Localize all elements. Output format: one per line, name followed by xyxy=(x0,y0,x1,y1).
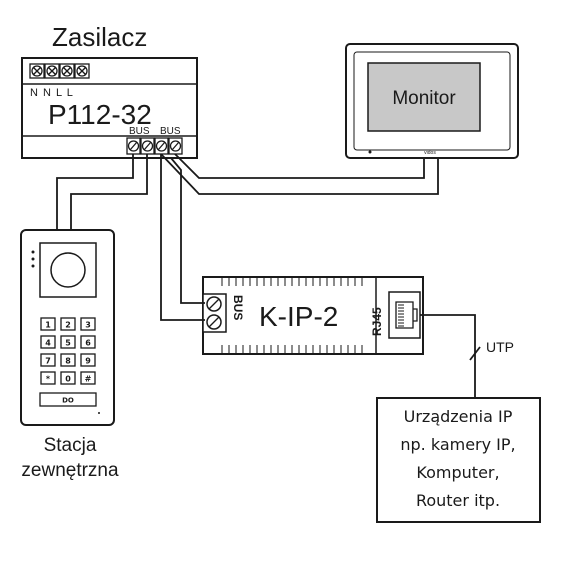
power-supply-mains-terminals xyxy=(29,63,90,79)
station-led-1 xyxy=(31,250,35,254)
key-7: 7 xyxy=(45,357,51,366)
camera-lens xyxy=(50,252,86,288)
door-station: 1 2 3 4 5 6 7 8 9 * 0 # DO Stacja xyxy=(20,229,119,481)
wire-monitor-b xyxy=(160,153,439,195)
power-supply-model: P112-32 xyxy=(48,99,152,130)
key-8: 8 xyxy=(65,357,71,366)
key-5: 5 xyxy=(65,339,71,348)
power-supply: Zasilacz N N L L P112-32 BUS BUS xyxy=(21,22,198,159)
ip-devices: Urządzenia IP np. kamery IP, Komputer, R… xyxy=(376,397,541,523)
key-1: 1 xyxy=(45,321,51,330)
station-led-2 xyxy=(31,257,35,261)
key-2: 2 xyxy=(65,321,71,330)
monitor-screen xyxy=(367,62,481,132)
key-3: 3 xyxy=(85,321,91,330)
ip-devices-line1: Urządzenia IP xyxy=(404,407,513,426)
rj45-socket xyxy=(395,301,414,329)
key-0: 0 xyxy=(65,375,71,384)
monitor-led xyxy=(368,150,372,154)
key-6: 6 xyxy=(85,339,91,348)
module-rj45-label: RJ45 xyxy=(370,307,384,336)
ip-devices-line3: Komputer, xyxy=(416,463,499,482)
monitor-brand: vidos xyxy=(424,150,436,156)
wire-module-b xyxy=(170,157,205,304)
rj45-pins xyxy=(398,304,404,327)
station-mic xyxy=(98,412,100,414)
wires xyxy=(56,153,481,398)
ip-devices-line4: Router itp. xyxy=(416,491,500,510)
utp-cable xyxy=(420,314,476,398)
terminal-letters: N N L L xyxy=(30,87,74,99)
bus-label-2: BUS xyxy=(160,126,181,137)
keypad: 1 2 3 4 5 6 7 8 9 * 0 # xyxy=(40,317,96,385)
bus-label-1: BUS xyxy=(129,126,150,137)
module-name: K-IP-2 xyxy=(259,301,338,332)
ip-devices-line2: np. kamery IP, xyxy=(400,435,515,454)
station-led-3 xyxy=(31,264,35,268)
k-ip-2-module: BUS K-IP-2 RJ45 xyxy=(202,276,424,355)
key-star: * xyxy=(46,375,51,384)
ip-devices-box xyxy=(376,397,541,523)
door-station-label-line1: Stacja xyxy=(44,435,97,456)
monitor: Monitor vidos xyxy=(345,43,519,159)
card-reader-label: DO xyxy=(62,397,74,405)
power-supply-title: Zasilacz xyxy=(52,22,147,52)
wire-station-b xyxy=(70,154,148,230)
card-reader-plate xyxy=(39,392,97,407)
key-hash: # xyxy=(85,375,92,384)
key-9: 9 xyxy=(85,357,91,366)
module-bus-label: BUS xyxy=(231,295,245,320)
utp-label: UTP xyxy=(486,339,514,355)
wire-station-a xyxy=(56,154,134,230)
door-station-label-line2: zewnętrzna xyxy=(21,460,119,481)
monitor-label: Monitor xyxy=(392,88,456,109)
module-vents xyxy=(221,277,363,354)
wire-monitor-a xyxy=(174,153,425,179)
key-4: 4 xyxy=(45,339,51,348)
power-supply-bus-terminals xyxy=(126,137,183,155)
wire-module-a xyxy=(160,154,205,321)
utp-slash xyxy=(469,346,481,361)
